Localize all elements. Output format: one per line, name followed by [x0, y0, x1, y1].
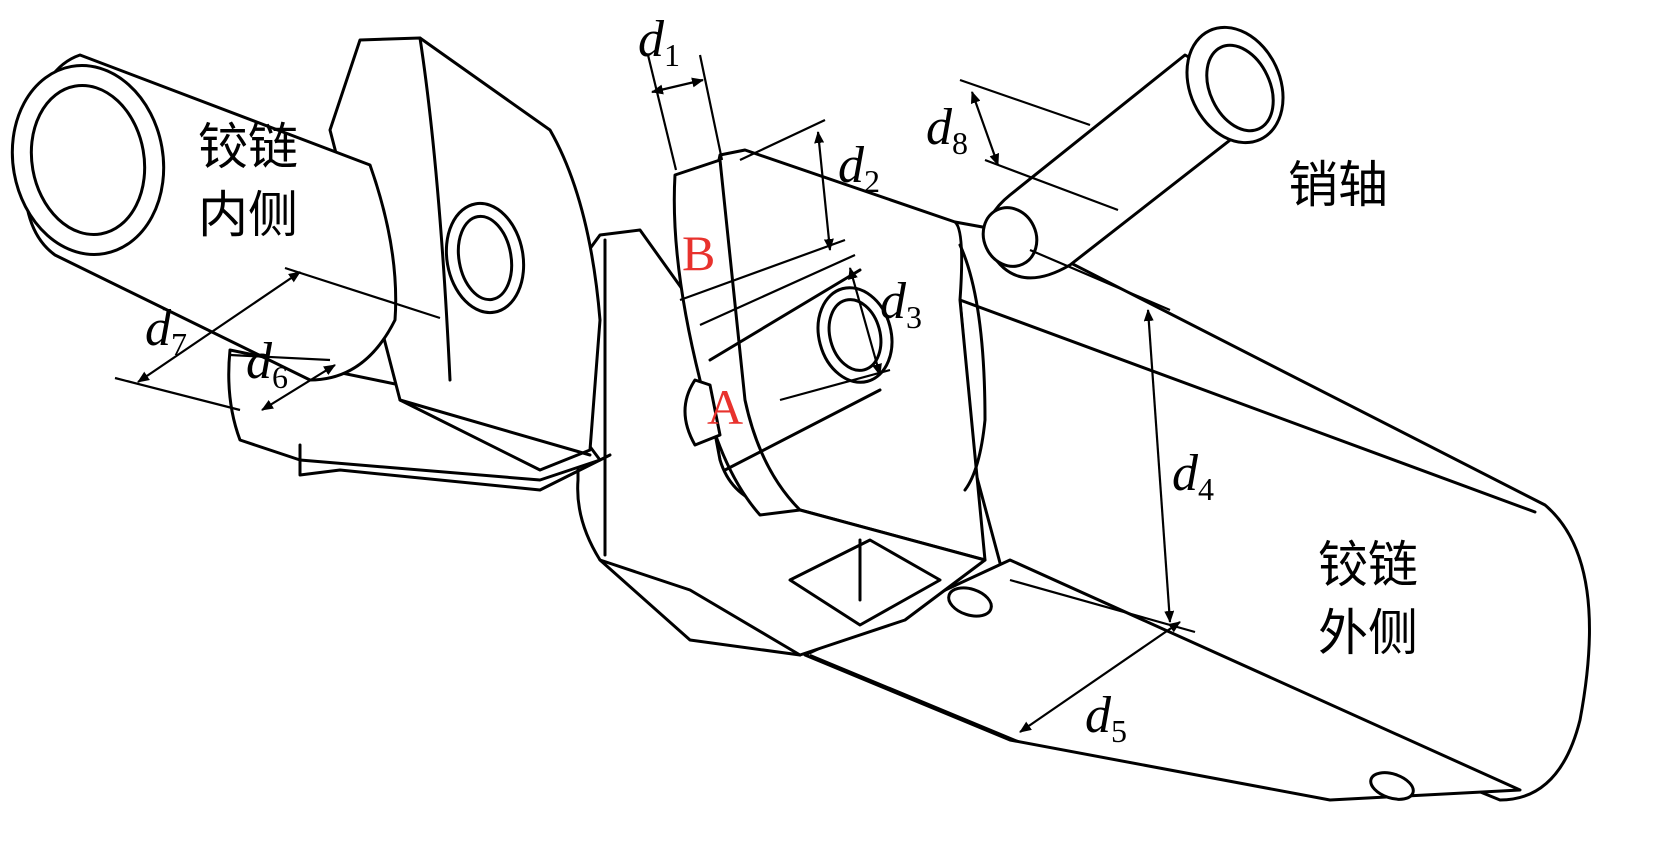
- pin-shaft: [981, 25, 1285, 280]
- dim-label-d5: d5: [1085, 687, 1127, 749]
- inner-hinge-body: [10, 36, 612, 492]
- dimension-lines: [114, 54, 1196, 744]
- label-inner-hinge: 铰链 内侧: [198, 122, 298, 240]
- point-label-b: B: [682, 225, 716, 281]
- dim-label-d6: d6: [246, 333, 288, 395]
- dim-label-d1: d1: [638, 11, 680, 73]
- label-outer-hinge-line1: 铰链: [1318, 536, 1418, 594]
- point-label-a: A: [707, 379, 744, 435]
- dim-label-d3: d3: [880, 273, 922, 335]
- label-outer-hinge-line2: 外侧: [1318, 604, 1418, 662]
- dim-label-d2: d2: [838, 137, 880, 199]
- label-inner-hinge-line2: 内侧: [198, 186, 298, 244]
- label-pin: 销轴: [1288, 156, 1388, 214]
- label-outer-hinge: 铰链 外侧: [1318, 540, 1418, 658]
- dim-label-d7: d7: [145, 300, 187, 362]
- label-inner-hinge-line1: 铰链: [198, 118, 298, 176]
- dim-label-d4: d4: [1172, 445, 1214, 507]
- dim-label-d8: d8: [926, 99, 968, 161]
